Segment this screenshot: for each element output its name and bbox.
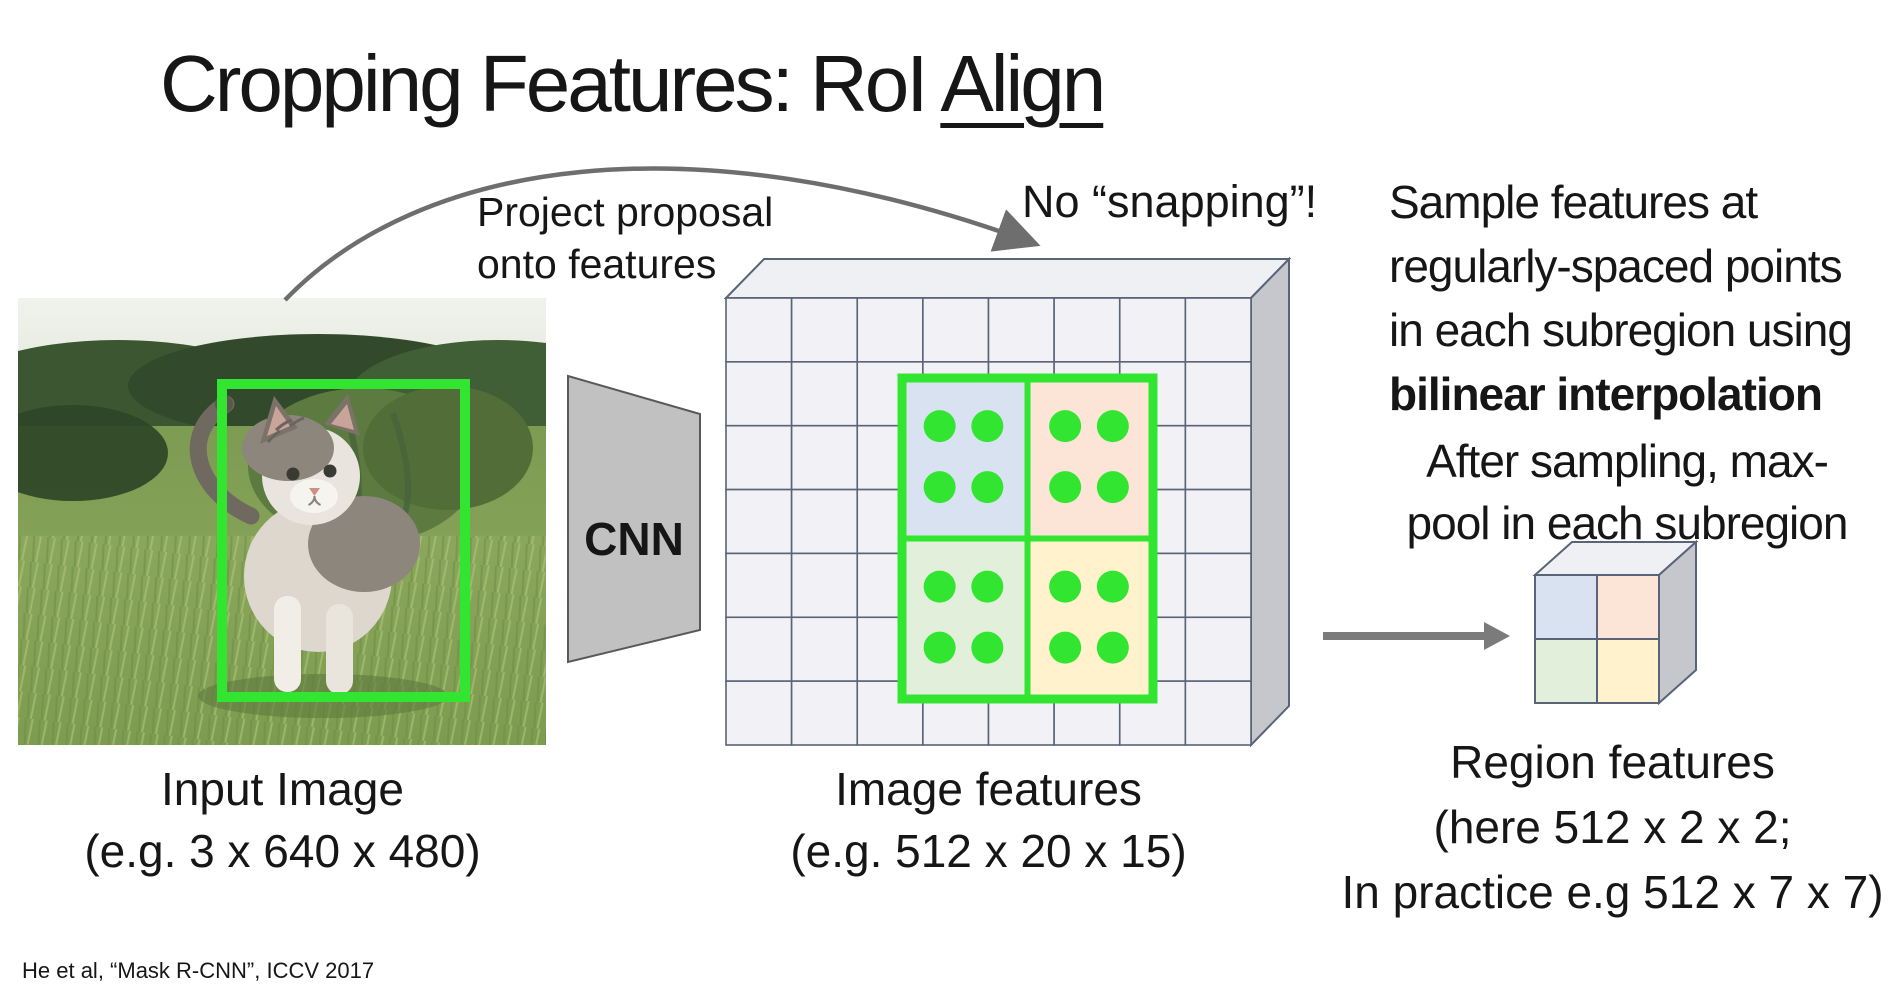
cnn-label: CNN — [584, 513, 684, 565]
image-features-caption-line2: (e.g. 512 x 20 x 15) — [790, 825, 1187, 877]
region-cell — [1596, 638, 1660, 704]
no-snapping-label: No “snapping”! — [1022, 176, 1318, 227]
sample-point — [971, 410, 1004, 443]
image-features-caption: Image features (e.g. 512 x 20 x 15) — [716, 758, 1261, 882]
sample-point — [1049, 471, 1082, 504]
roi-subregion — [1027, 538, 1153, 699]
kitten — [189, 394, 420, 694]
pooling-arrow — [1323, 622, 1510, 650]
region-features-cube — [1532, 539, 1699, 706]
after-sampling-line1: After sampling, max- — [1426, 435, 1829, 487]
sample-point — [1096, 410, 1129, 443]
roi-subregion — [1027, 378, 1153, 539]
sample-point — [923, 570, 956, 603]
roi-aligned-box — [897, 373, 1158, 704]
project-proposal-arrow — [283, 166, 1041, 302]
input-image-photo — [18, 298, 546, 745]
cnn-block — [567, 374, 701, 664]
sample-point — [1096, 570, 1129, 603]
sample-point — [923, 410, 956, 443]
input-image-caption-line2: (e.g. 3 x 640 x 480) — [84, 825, 481, 877]
region-features-caption: Region features (here 512 x 2 x 2; In pr… — [1340, 730, 1885, 925]
sample-point — [1096, 631, 1129, 664]
sample-note-line1: Sample features at — [1389, 176, 1758, 228]
sample-point — [1049, 631, 1082, 664]
sample-note: Sample features at regularly-spaced poin… — [1389, 170, 1853, 426]
region-features-caption-line3: In practice e.g 512 x 7 x 7) — [1341, 866, 1884, 918]
title-prefix: Cropping Features: RoI — [160, 39, 941, 128]
proposal-bbox — [217, 379, 470, 702]
page-title: Cropping Features: RoI Align — [160, 38, 1106, 130]
after-sampling-note: After sampling, max- pool in each subreg… — [1377, 430, 1877, 554]
after-sampling-line2: pool in each subregion — [1406, 497, 1849, 549]
sample-point — [1049, 410, 1082, 443]
citation: He et al, “Mask R-CNN”, ICCV 2017 — [22, 958, 375, 983]
roi-subregion — [902, 538, 1028, 699]
project-proposal-line1: Project proposal — [477, 189, 774, 235]
sample-point — [1049, 570, 1082, 603]
region-cell — [1534, 574, 1598, 640]
project-proposal-label: Project proposal onto features — [477, 186, 773, 290]
sample-point — [971, 471, 1004, 504]
roi-subregion — [902, 378, 1028, 539]
project-proposal-line2: onto features — [477, 241, 717, 287]
sample-note-line3: in each subregion using — [1389, 304, 1853, 356]
region-cell — [1534, 638, 1598, 704]
title-align-underlined: Align — [940, 39, 1106, 128]
region-features-caption-line1: Region features — [1450, 736, 1775, 788]
sample-point — [971, 631, 1004, 664]
sample-point — [923, 631, 956, 664]
sample-point — [923, 471, 956, 504]
sample-point — [971, 570, 1004, 603]
input-image-caption: Input Image (e.g. 3 x 640 x 480) — [10, 758, 555, 882]
region-cell — [1596, 574, 1660, 640]
sample-point — [1096, 471, 1129, 504]
region-features-caption-line2: (here 512 x 2 x 2; — [1433, 801, 1792, 853]
sample-note-line4-bold: bilinear interpolation — [1389, 368, 1823, 420]
image-features-caption-line1: Image features — [835, 763, 1142, 815]
sample-note-line2: regularly-spaced points — [1389, 240, 1843, 292]
input-image-caption-line1: Input Image — [161, 763, 404, 815]
